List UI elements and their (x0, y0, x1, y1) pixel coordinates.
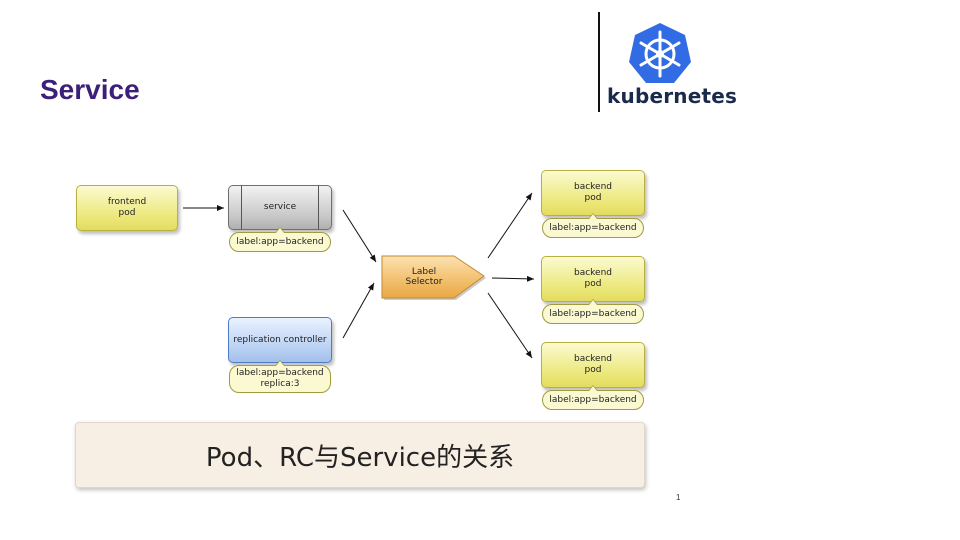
service-box: service (228, 185, 332, 230)
replication-controller-box: replication controller (228, 317, 332, 363)
frontend-pod: frontend pod (76, 185, 178, 231)
backend-pod-1-line-2: pod (584, 193, 602, 203)
label-selector-line-1: Label (411, 267, 437, 277)
backend-pod-3: backend pod (541, 342, 645, 388)
backend-pod-1-line-1: backend (573, 182, 613, 192)
kubernetes-wordmark: kubernetes (607, 84, 738, 108)
backend-pod-3-tag-text: label:app=backend (549, 394, 637, 405)
label-selector-text: Label Selector (384, 267, 464, 287)
backend-pod-2-tag-text: label:app=backend (549, 308, 637, 319)
arrow-selector-to-pod-1 (487, 192, 533, 259)
service-label: service (263, 202, 297, 212)
kubernetes-helm-icon (629, 23, 691, 83)
backend-pod-2-tag: label:app=backend (542, 299, 644, 324)
service-tag-text: label:app=backend (236, 236, 324, 247)
backend-pod-2-line-1: backend (573, 268, 613, 278)
caption-box: Pod、RC与Service的关系 (75, 422, 645, 488)
frontend-pod-line-1: frontend (107, 197, 147, 207)
backend-pod-3-line-2: pod (584, 365, 602, 375)
backend-pod-2: backend pod (541, 256, 645, 302)
backend-pod-1-tag: label:app=backend (542, 213, 644, 238)
backend-pod-3-line-1: backend (573, 354, 613, 364)
caption-text: Pod、RC与Service的关系 (205, 442, 515, 473)
logo-divider (598, 12, 600, 112)
backend-pod-3-tag: label:app=backend (542, 385, 644, 410)
page-number: 1 (676, 493, 681, 502)
rc-tag-line-2: replica:3 (260, 379, 300, 389)
label-selector-line-2: Selector (405, 277, 443, 287)
service-label-tag: label:app=backend (229, 227, 331, 252)
replication-controller-tag: label:app=backend replica:3 (229, 360, 331, 393)
replication-controller-label: replication controller (233, 334, 327, 345)
arrow-rc-to-selector (342, 282, 375, 339)
backend-pod-2-line-2: pod (584, 279, 602, 289)
backend-pod-1: backend pod (541, 170, 645, 216)
label-selector-shape (381, 255, 486, 300)
backend-pod-1-tag-text: label:app=backend (549, 222, 637, 233)
arrow-service-to-selector (342, 209, 377, 263)
arrow-selector-to-pod-2 (491, 275, 535, 282)
frontend-pod-line-2: pod (118, 208, 136, 218)
arrow-selector-to-pod-3 (487, 292, 533, 359)
rc-tag-line-1: label:app=backend (236, 368, 324, 378)
slide-title: Service (40, 74, 140, 105)
